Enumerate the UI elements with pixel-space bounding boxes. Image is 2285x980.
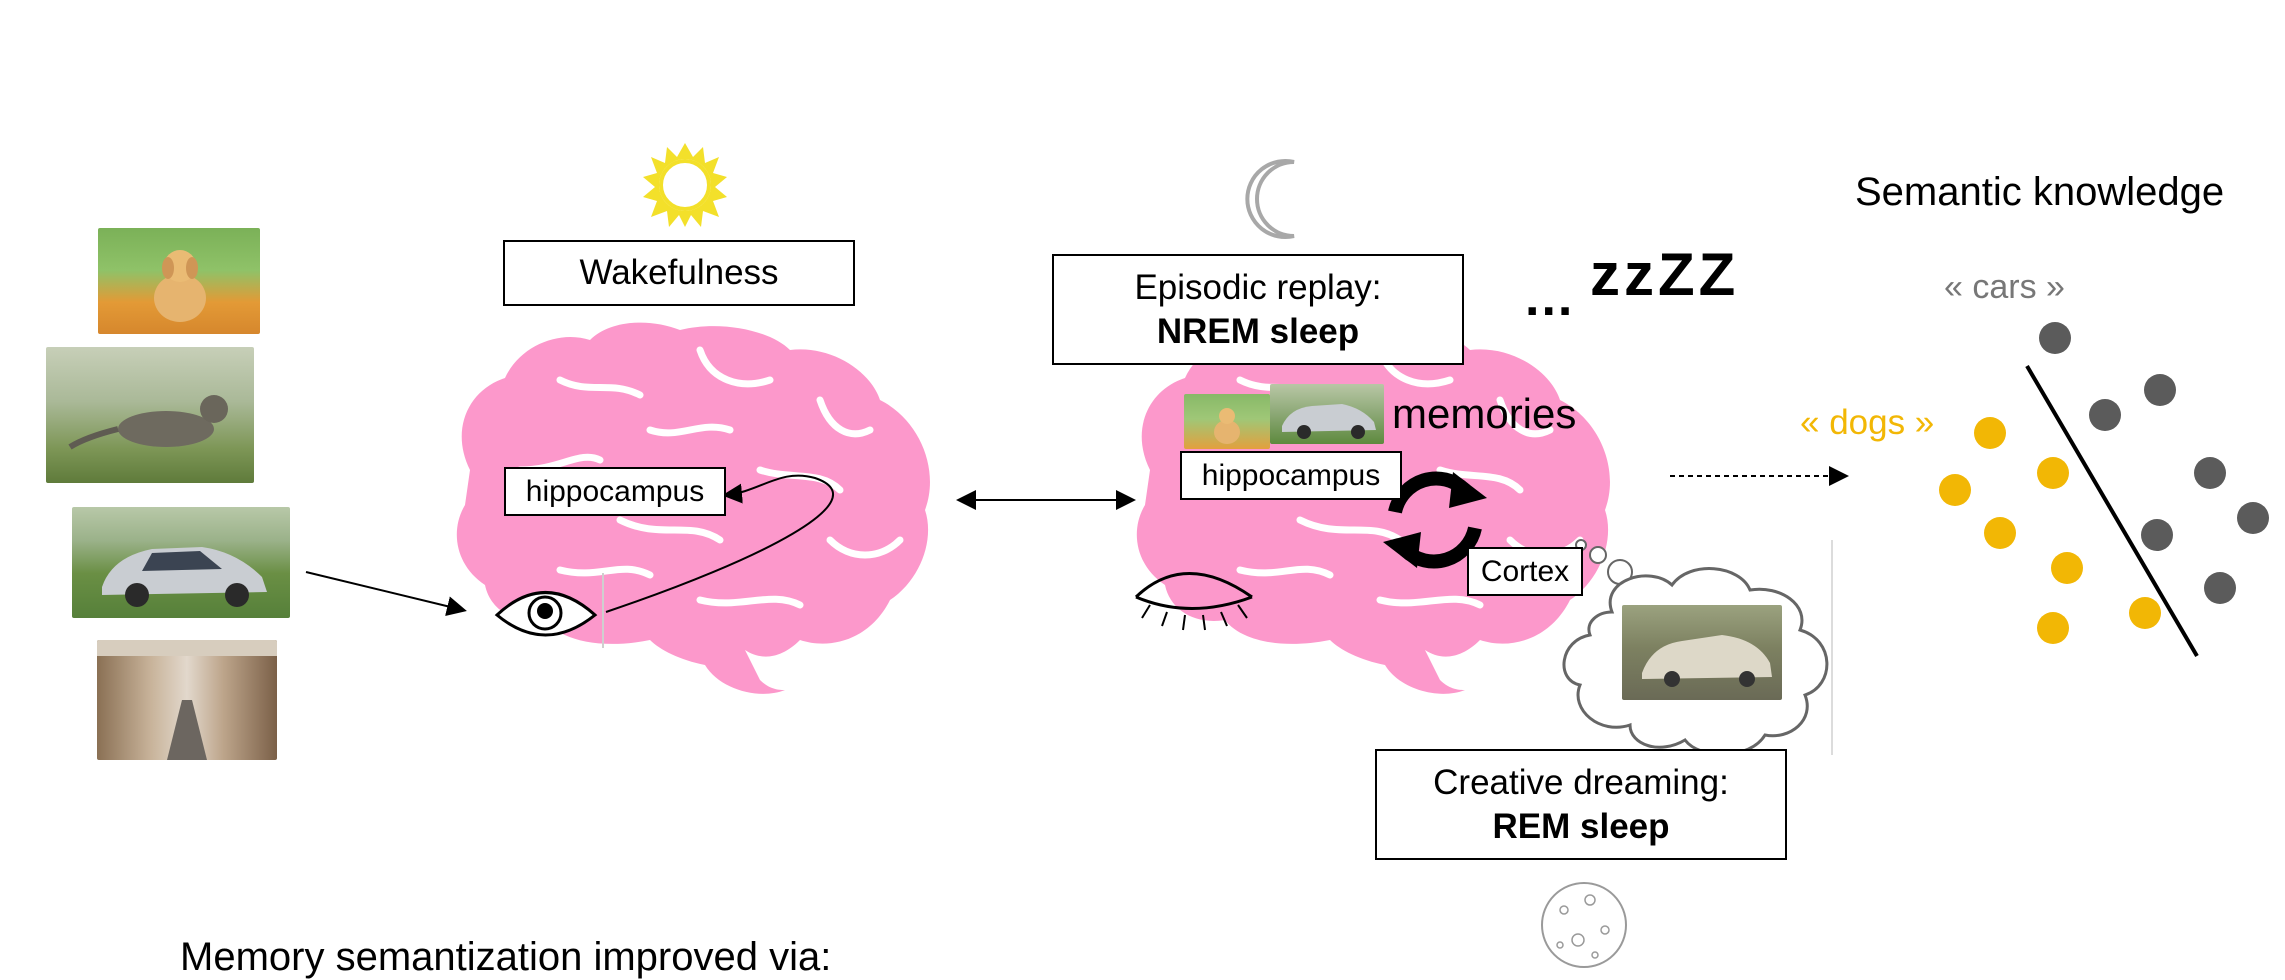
- wakefulness-box: Wakefulness: [503, 240, 855, 306]
- wakefulness-label: Wakefulness: [579, 253, 779, 292]
- memories-label: memories: [1392, 390, 1577, 437]
- footer-text: Memory semantization improved via:: [180, 935, 832, 979]
- category-boundary: [2025, 364, 2199, 658]
- car-point-4: [2194, 457, 2226, 489]
- dog-point-3: [2037, 457, 2069, 489]
- ellipsis-label: ...: [1525, 269, 1575, 327]
- memory-car-photo: [1270, 384, 1384, 444]
- semantic-points: [1939, 322, 2269, 644]
- dog-photo: [98, 228, 260, 334]
- dream-car-figure: [1642, 635, 1772, 687]
- rem-sleep-label: REM sleep: [1492, 807, 1670, 846]
- creative-dreaming-box: Creative dreaming: REM sleep: [1375, 749, 1787, 860]
- car-point-2: [2144, 374, 2176, 406]
- memory-car-figure: [1282, 404, 1376, 439]
- zzzz-icon: zzZZ: [1590, 241, 1740, 308]
- hippocampus-sleep-label: hippocampus: [1201, 459, 1381, 492]
- input-arrow: [305, 571, 467, 616]
- car-point-3: [2089, 399, 2121, 431]
- car-point-7: [2204, 572, 2236, 604]
- dog-point-7: [2129, 597, 2161, 629]
- dog-point-4: [1984, 517, 2016, 549]
- street-figure: [97, 640, 277, 760]
- memory-dog-figure: [1214, 408, 1240, 444]
- car-point-1: [2039, 322, 2071, 354]
- memory-dog-photo: [1184, 394, 1270, 449]
- car-figure: [102, 547, 267, 607]
- eye-icon: [494, 573, 604, 648]
- hippocampus-sleep-box: hippocampus: [1180, 451, 1402, 500]
- dog-point-6: [2037, 612, 2069, 644]
- closed-eye-icon: [1134, 572, 1253, 631]
- car-photo: [72, 507, 290, 618]
- brain-sleep: [1136, 322, 1610, 694]
- semantic-knowledge-title: Semantic knowledge: [1855, 170, 2225, 214]
- cars-label: « cars »: [1944, 268, 2065, 306]
- creative-dreaming-title: Creative dreaming:: [1433, 763, 1729, 802]
- hippocampus-wake-label: hippocampus: [525, 475, 705, 508]
- street-photo: [97, 640, 277, 760]
- nrem-sleep-label: NREM sleep: [1156, 312, 1360, 351]
- car-point-5: [2141, 519, 2173, 551]
- sun-icon: [643, 143, 727, 227]
- car-point-6: [2237, 502, 2269, 534]
- episodic-replay-box: Episodic replay: NREM sleep: [1052, 254, 1464, 365]
- dog-point-5: [2051, 552, 2083, 584]
- cortex-label: Cortex: [1480, 555, 1570, 588]
- hippocampus-wake-box: hippocampus: [504, 467, 726, 516]
- moon-icon: [1245, 159, 1295, 239]
- episodic-replay-title: Episodic replay:: [1134, 268, 1382, 307]
- eye-to-hippocampus-arrow: [605, 474, 834, 613]
- dog-point-2: [1939, 474, 1971, 506]
- dogs-label: « dogs »: [1800, 403, 1935, 442]
- replay-cycle-icon: [1383, 471, 1487, 569]
- bubble-icon: [1541, 882, 1627, 968]
- cat-figure: [68, 395, 228, 450]
- dream-car-photo: [1622, 605, 1782, 700]
- cortex-box: Cortex: [1467, 547, 1583, 596]
- dog-figure: [154, 250, 206, 322]
- dog-point-1: [1974, 417, 2006, 449]
- cat-photo: [46, 347, 254, 483]
